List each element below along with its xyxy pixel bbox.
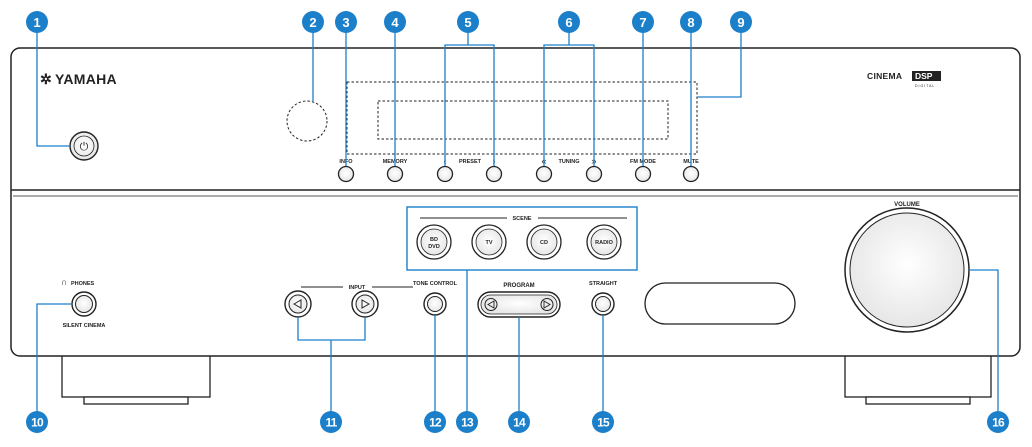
tuning-down-button[interactable] [535,165,553,183]
phones-label: PHONES [71,281,95,287]
volume-knob[interactable] [844,207,970,333]
scene-cd-button[interactable]: CD [526,224,562,260]
tone-control-button[interactable] [423,292,447,316]
svg-text:16: 16 [992,416,1005,430]
callout-16: 16 [987,411,1009,433]
callout-2: 2 [302,11,324,33]
panel-window [644,282,796,325]
front-display-outer [346,81,698,155]
scene-bd-dvd-button[interactable]: BD DVD [416,224,452,260]
program-label: PROGRAM [503,283,534,289]
input-label: INPUT [349,285,366,291]
svg-text:DIGITAL: DIGITAL [915,84,935,88]
fm-mode-button[interactable] [634,165,652,183]
callout-6: 6 [558,11,580,33]
triangle-right-icon [361,299,371,309]
phones-jack[interactable] [71,291,97,317]
callout-14: 14 [508,411,530,433]
callout-5: 5 [457,11,479,33]
svg-text:11: 11 [325,416,337,430]
svg-text:5: 5 [464,15,471,30]
volume-label: VOLUME [894,202,920,208]
preset-label: PRESET [459,159,482,165]
callout-4: 4 [384,11,406,33]
memory-button[interactable] [386,165,404,183]
callout-8: 8 [680,11,702,33]
scene-radio-button[interactable]: RADIO [586,224,622,260]
preset-down-button[interactable] [436,165,454,183]
mute-button[interactable] [682,165,700,183]
svg-text:15: 15 [597,416,610,430]
svg-text:CD: CD [540,240,548,246]
svg-text:12: 12 [429,416,442,430]
callout-13: 13 [456,411,478,433]
svg-text:9: 9 [737,15,744,30]
program-selector[interactable] [477,291,561,318]
preset-up-button[interactable] [485,165,503,183]
svg-text:TV: TV [485,240,492,246]
input-left-button[interactable] [284,290,312,318]
callout-15: 15 [592,411,614,433]
headphones-icon: ∩ [61,277,67,287]
callout-7: 7 [632,11,654,33]
front-display-inner [377,100,669,140]
power-icon: ⏻ [80,141,89,153]
svg-text:4: 4 [391,15,399,30]
svg-text:6: 6 [565,15,572,30]
program-right-icon [543,300,551,309]
callout-3: 3 [335,11,357,33]
callout-1: 1 [26,11,48,33]
remote-control-sensor [286,100,328,142]
svg-text:8: 8 [687,15,694,30]
svg-text:BD: BD [430,237,438,243]
cinema-dsp-badge: CINEMA DSP DIGITAL [867,71,941,88]
callout-11: 11 [320,411,342,433]
scene-tv-button[interactable]: TV [471,224,507,260]
input-right-button[interactable] [351,290,379,318]
callout-leader-lines [36,22,999,419]
program-left-icon [487,300,495,309]
brand-logo: YAMAHA [55,71,117,87]
scene-group-box [406,206,638,271]
straight-label: STRAIGHT [589,281,618,287]
info-button[interactable] [337,165,355,183]
callout-12: 12 [424,411,446,433]
right-foot [844,351,992,405]
straight-button[interactable] [591,292,615,316]
svg-text:2: 2 [309,15,316,30]
svg-text:7: 7 [639,15,646,30]
svg-text:13: 13 [461,416,474,430]
yamaha-emblem-icon: ✲ [40,71,52,87]
svg-text:RADIO: RADIO [595,240,613,246]
svg-text:DSP: DSP [915,71,933,81]
svg-text:1: 1 [33,15,40,30]
tuning-label: TUNING [558,159,579,165]
tuning-up-button[interactable] [585,165,603,183]
receiver-body [10,47,1021,357]
svg-text:DVD: DVD [428,244,440,250]
scene-label: SCENE [513,216,532,222]
callout-10: 10 [26,411,48,433]
power-button[interactable]: ⏻ [69,131,99,161]
svg-text:CINEMA: CINEMA [867,71,902,81]
triangle-left-icon [292,299,302,309]
left-foot [61,351,211,405]
svg-text:3: 3 [342,15,349,30]
svg-text:14: 14 [513,416,526,430]
callout-9: 9 [730,11,752,33]
tone-control-label: TONE CONTROL [413,281,458,287]
silent-cinema-label: SILENT CINEMA [63,323,106,329]
svg-text:10: 10 [31,416,44,430]
